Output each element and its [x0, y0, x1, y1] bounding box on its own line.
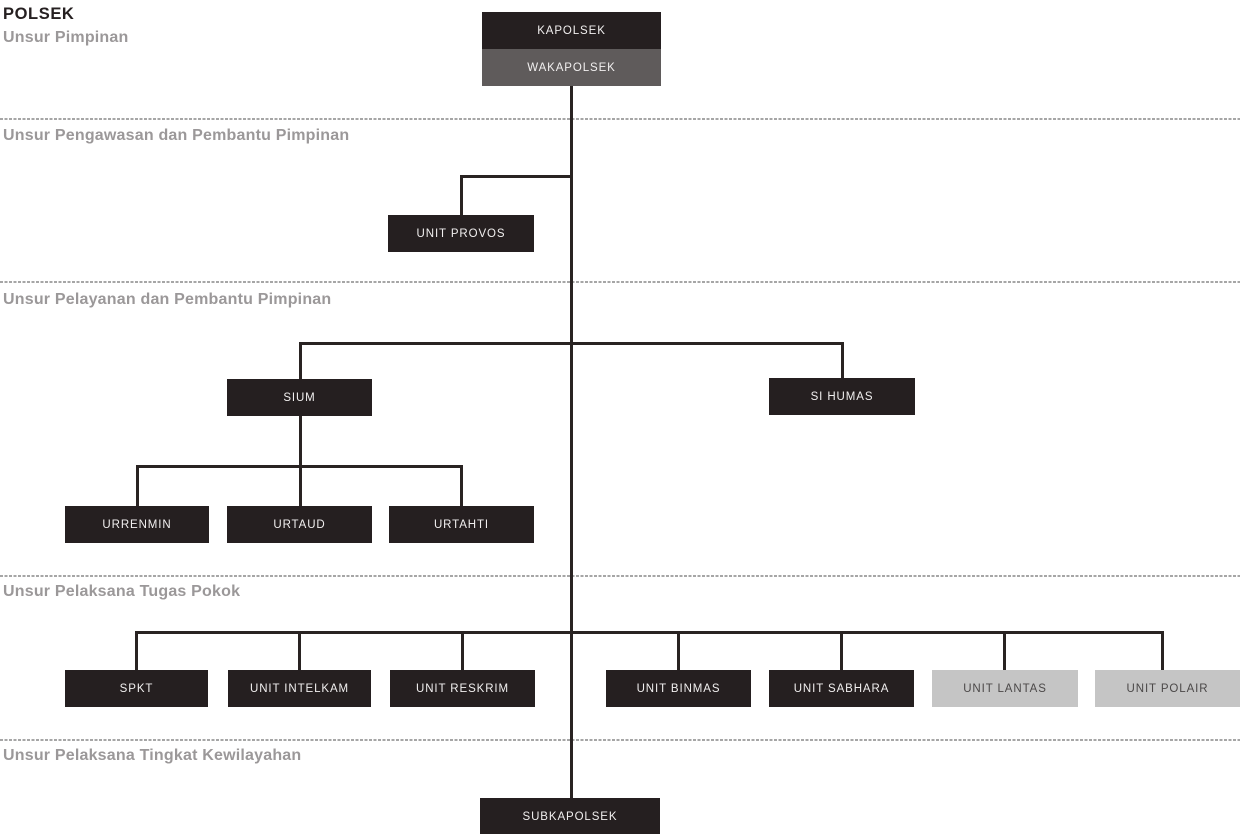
- section-divider: [0, 118, 1240, 120]
- connector-line: [1003, 631, 1006, 670]
- connector-line: [299, 342, 302, 379]
- org-node-unit-sabhara: UNIT SABHARA: [769, 670, 914, 707]
- org-node-unit-intelkam: UNIT INTELKAM: [228, 670, 371, 707]
- section-label-pelayanan: Unsur Pelayanan dan Pembantu Pimpinan: [3, 291, 332, 308]
- org-node-unit-binmas: UNIT BINMAS: [606, 670, 751, 707]
- page-title: POLSEK: [3, 5, 75, 23]
- org-node-urtahti: URTAHTI: [389, 506, 534, 543]
- connector-line: [460, 175, 573, 178]
- org-node-unit-reskrim: UNIT RESKRIM: [390, 670, 535, 707]
- org-node-spkt: SPKT: [65, 670, 208, 707]
- section-label-kewilayahan: Unsur Pelaksana Tingkat Kewilayahan: [3, 747, 302, 764]
- connector-line: [1161, 631, 1164, 670]
- connector-line-main-vertical: [570, 86, 573, 798]
- org-node-urrenmin: URRENMIN: [65, 506, 209, 543]
- connector-line: [840, 631, 843, 670]
- connector-line: [299, 416, 302, 468]
- org-node-urtaud: URTAUD: [227, 506, 372, 543]
- connector-line: [299, 465, 302, 506]
- org-node-wakapolsek: WAKAPOLSEK: [482, 49, 661, 86]
- connector-line: [461, 631, 464, 670]
- org-node-unit-lantas: UNIT LANTAS: [932, 670, 1078, 707]
- connector-line: [460, 465, 463, 506]
- section-label-pengawasan: Unsur Pengawasan dan Pembantu Pimpinan: [3, 127, 350, 144]
- connector-line: [135, 631, 138, 670]
- connector-line: [841, 342, 844, 378]
- org-node-unit-polair: UNIT POLAIR: [1095, 670, 1240, 707]
- org-node-kapolsek: KAPOLSEK: [482, 12, 661, 49]
- section-label-pimpinan: Unsur Pimpinan: [3, 29, 129, 46]
- connector-line: [677, 631, 680, 670]
- section-divider: [0, 575, 1240, 577]
- org-node-si-humas: SI HUMAS: [769, 378, 915, 415]
- section-label-pelaksana-tugas: Unsur Pelaksana Tugas Pokok: [3, 583, 241, 600]
- connector-line: [299, 342, 844, 345]
- org-node-sium: SIUM: [227, 379, 372, 416]
- org-node-unit-provos: UNIT PROVOS: [388, 215, 534, 252]
- connector-line: [460, 175, 463, 215]
- section-divider: [0, 739, 1240, 741]
- connector-line: [298, 631, 301, 670]
- connector-line: [136, 465, 139, 506]
- org-node-subkapolsek: SUBKAPOLSEK: [480, 798, 660, 834]
- section-divider: [0, 281, 1240, 283]
- connector-line: [135, 631, 1164, 634]
